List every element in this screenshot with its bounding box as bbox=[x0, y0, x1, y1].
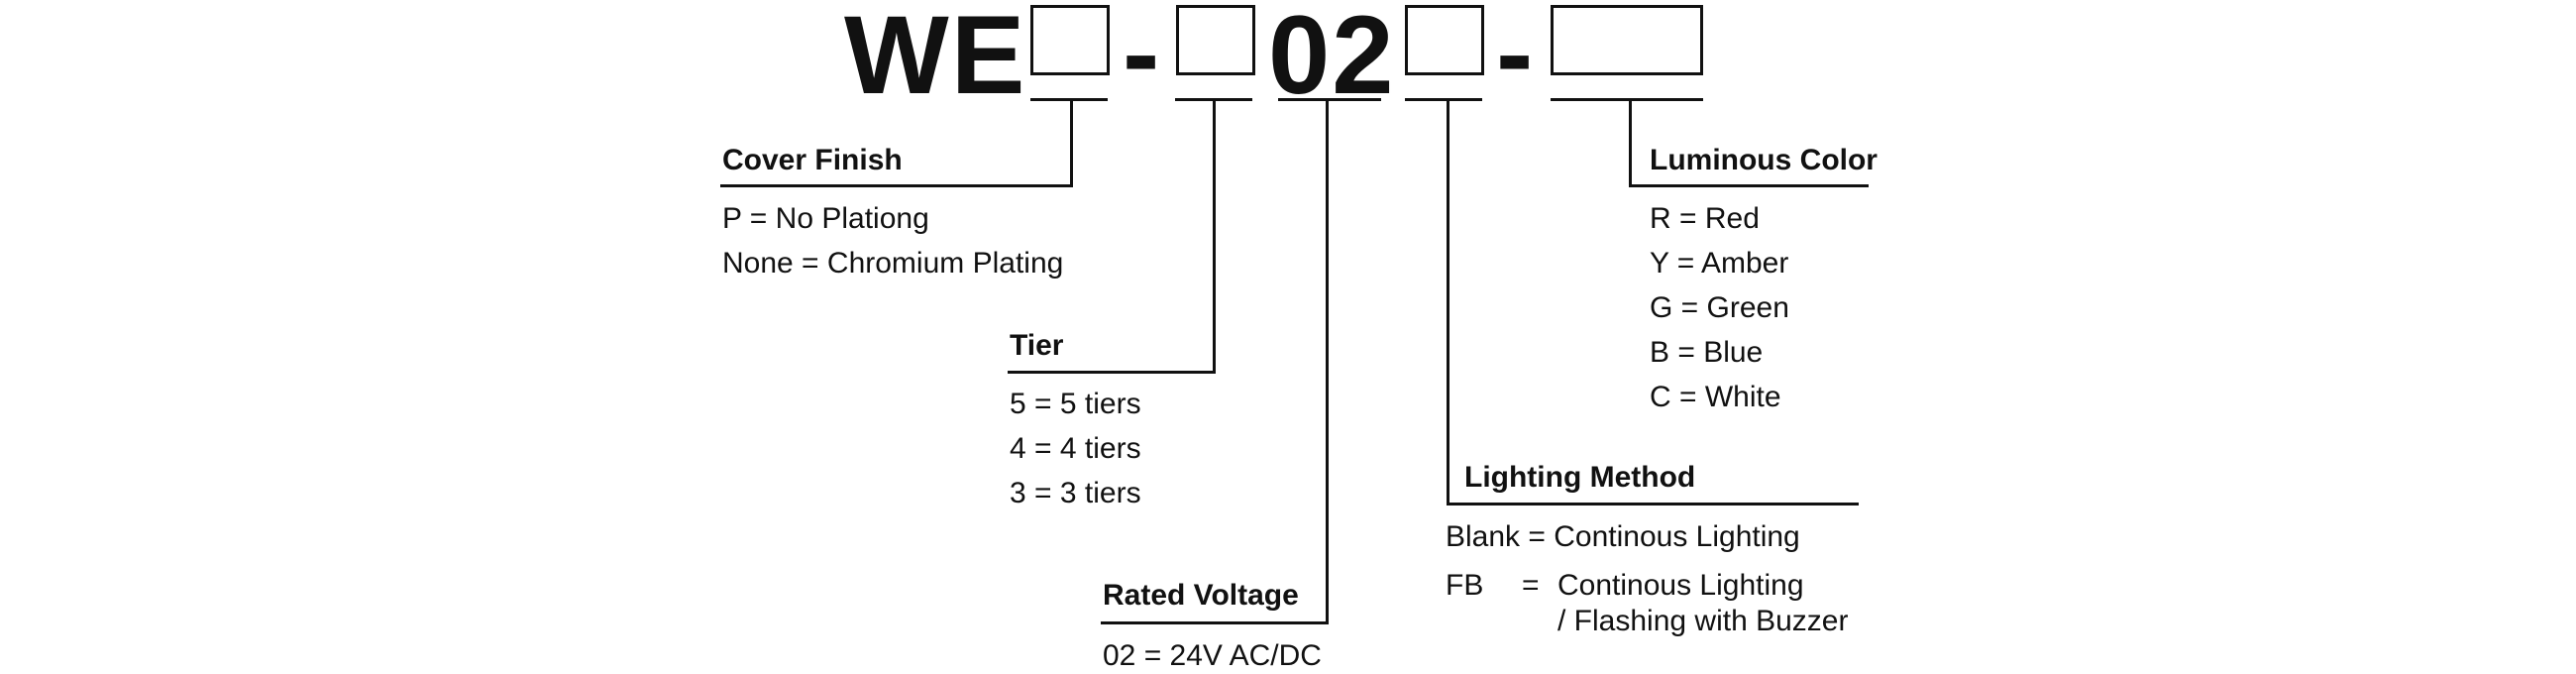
tier-leader-horizontal bbox=[1008, 371, 1216, 374]
code-prefix: WE bbox=[844, 0, 1027, 117]
cover-finish-option: None = Chromium Plating bbox=[722, 247, 1064, 280]
tier-option: 5 = 5 tiers bbox=[1010, 388, 1141, 420]
code-dash-1: - bbox=[1123, 0, 1162, 115]
luminous-color-underline bbox=[1551, 98, 1703, 101]
lighting-method-fb-desc-line2: / Flashing with Buzzer bbox=[1557, 605, 1849, 637]
cover-finish-option: P = No Plationg bbox=[722, 202, 929, 235]
rated-voltage-option: 02 = 24V AC/DC bbox=[1103, 639, 1322, 672]
cover-finish-heading: Cover Finish bbox=[722, 144, 903, 176]
luminous-color-box bbox=[1551, 5, 1703, 75]
cover-finish-box bbox=[1030, 5, 1110, 75]
lighting-method-fb-code: FB bbox=[1446, 569, 1484, 602]
lighting-method-fb-equals: = bbox=[1522, 569, 1540, 602]
luminous-color-option: Y = Amber bbox=[1650, 247, 1789, 280]
luminous-color-option: G = Green bbox=[1650, 291, 1789, 324]
voltage-leader-horizontal bbox=[1101, 621, 1329, 624]
cover-finish-leader-horizontal bbox=[720, 184, 1073, 187]
luminous-color-leader-vertical bbox=[1629, 98, 1632, 186]
cover-finish-leader-vertical bbox=[1070, 98, 1073, 186]
tier-option: 3 = 3 tiers bbox=[1010, 477, 1141, 509]
lighting-method-leader-vertical bbox=[1447, 98, 1449, 505]
code-dash-2: - bbox=[1496, 0, 1536, 115]
luminous-color-option: C = White bbox=[1650, 381, 1781, 413]
rated-voltage-heading: Rated Voltage bbox=[1103, 579, 1299, 612]
tier-heading: Tier bbox=[1010, 329, 1064, 362]
lighting-method-box bbox=[1405, 5, 1484, 75]
voltage-leader-vertical bbox=[1326, 98, 1329, 623]
luminous-color-heading: Luminous Color bbox=[1650, 144, 1878, 176]
lighting-method-underline bbox=[1405, 98, 1482, 101]
tier-option: 4 = 4 tiers bbox=[1010, 432, 1141, 465]
lighting-method-leader-horizontal bbox=[1447, 503, 1859, 506]
voltage-underline bbox=[1278, 98, 1381, 101]
lighting-method-option: Blank = Continous Lighting bbox=[1446, 520, 1800, 553]
tier-leader-vertical bbox=[1213, 98, 1216, 373]
luminous-color-option: B = Blue bbox=[1650, 336, 1764, 369]
lighting-method-heading: Lighting Method bbox=[1464, 461, 1696, 494]
luminous-color-option: R = Red bbox=[1650, 202, 1760, 235]
cover-finish-underline bbox=[1030, 98, 1108, 101]
lighting-method-fb-desc-line1: Continous Lighting bbox=[1557, 569, 1804, 602]
luminous-color-leader-horizontal bbox=[1629, 184, 1869, 187]
tier-box bbox=[1176, 5, 1255, 75]
code-fixed-voltage: 02 bbox=[1268, 0, 1396, 117]
